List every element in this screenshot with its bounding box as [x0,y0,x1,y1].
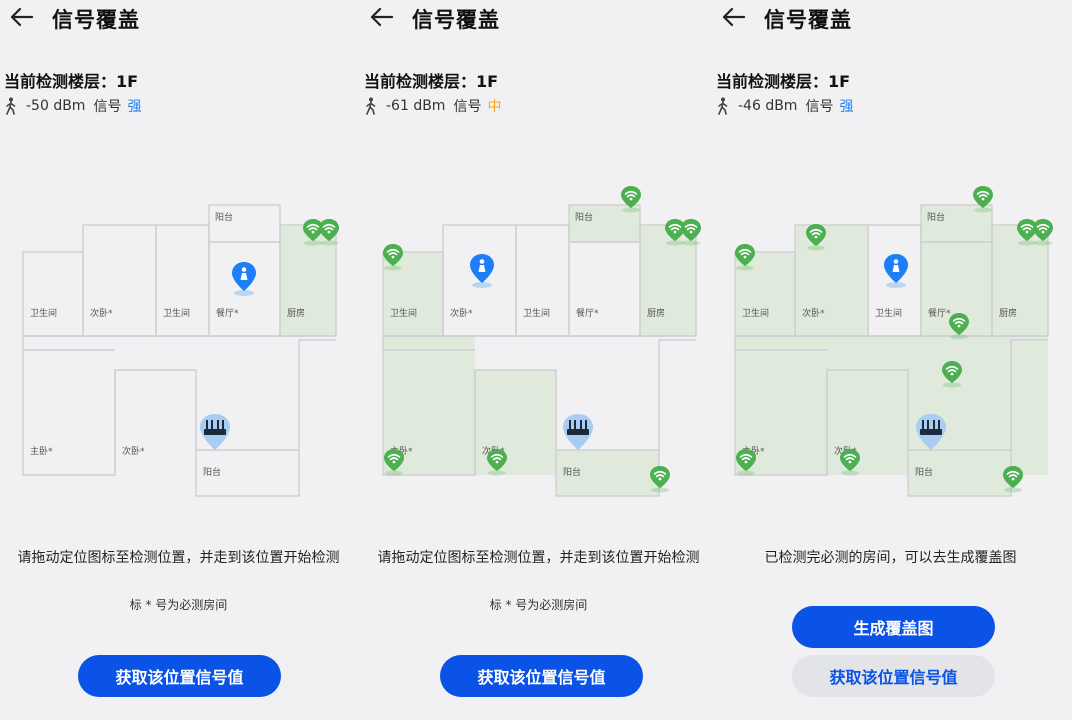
page-title: 信号覆盖 [412,8,500,32]
wifi-marker-icon [486,448,508,476]
floor-plan-map[interactable]: 阳台 卫生间 次卧* 卫生间 餐厅* 厨房 主卧* 次卧* 阳台 [0,180,357,510]
current-floor: 当前检测楼层：1F [716,72,851,91]
signal-reading: -46 dBm 信号 强 [716,96,853,116]
wifi-marker-icon [680,218,702,246]
wifi-marker-icon [735,448,757,476]
room-label: 阳台 [575,211,593,223]
header: 信号覆盖 [0,0,340,34]
location-pin-icon[interactable] [232,262,256,296]
room-label: 次卧* [802,307,825,319]
room-label: 卫生间 [163,307,190,319]
current-floor: 当前检测楼层：1F [4,72,139,91]
page-title: 信号覆盖 [764,8,852,32]
wifi-marker-icon [972,185,994,213]
location-pin-icon[interactable] [470,254,494,288]
signal-label: 信号 [453,99,482,115]
required-rooms-note: 标 * 号为必测房间 [129,598,228,612]
wifi-marker-icon [302,218,324,246]
covered-rooms [735,205,1048,496]
room-label: 阳台 [215,211,233,223]
dbm-value: -61 dBm [386,98,446,114]
wifi-marker-icon [649,465,671,493]
signal-level: 强 [839,99,854,115]
header: 信号覆盖 [360,0,700,34]
wifi-marker-icon [318,218,340,246]
room-label: 卫生间 [875,307,902,319]
signal-label: 信号 [805,99,834,115]
signal-label: 信号 [93,99,122,115]
room-label: 阳台 [203,466,221,478]
room-label: 厨房 [287,307,305,319]
room-label: 餐厅* [576,307,599,319]
floor-plan-map[interactable]: 阳台 卫生间 次卧* 卫生间 餐厅* 厨房 主卧* 次卧* 阳台 [360,180,717,510]
walking-person-icon [364,97,378,115]
page-title: 信号覆盖 [52,8,140,32]
walking-person-icon [716,97,730,115]
location-pin-icon[interactable] [884,254,908,288]
room-label: 厨房 [647,307,665,319]
room-label: 餐厅* [216,307,239,319]
floor-plan-map[interactable]: 阳台 卫生间 次卧* 卫生间 餐厅* 厨房 主卧* 次卧* 阳台 [712,180,1069,510]
generate-coverage-button[interactable]: 生成覆盖图 [792,606,995,648]
signal-level: 强 [127,99,142,115]
current-floor: 当前检测楼层：1F [364,72,499,91]
dbm-value: -50 dBm [26,98,86,114]
room-label: 卫生间 [30,307,57,319]
get-signal-button[interactable]: 获取该位置信号值 [78,655,281,697]
panel-step-3: 信号覆盖 当前检测楼层：1F -46 dBm 信号 强 阳台 卫生间 次卧* 卫… [712,0,1069,720]
router-icon [200,414,230,450]
wifi-marker-icon [620,185,642,213]
room-label: 卫生间 [523,307,550,319]
wifi-marker-icon [839,448,861,476]
room-label: 阳台 [563,466,581,478]
room-label: 主卧* [30,445,53,457]
get-signal-button[interactable]: 获取该位置信号值 [440,655,643,697]
back-arrow-icon[interactable] [366,2,396,32]
header: 信号覆盖 [712,0,1052,34]
back-arrow-icon[interactable] [6,2,36,32]
wifi-marker-icon [948,312,970,340]
wifi-marker-icon [734,243,756,271]
instruction-text: 请拖动定位图标至检测位置，并走到该位置开始检测 [17,550,340,566]
signal-level: 中 [487,99,502,115]
router-icon [563,414,593,450]
panel-step-2: 信号覆盖 当前检测楼层：1F -61 dBm 信号 中 阳台 卫生间 次卧* 卫… [360,0,717,720]
room-label: 阳台 [927,211,945,223]
panel-step-1: 信号覆盖 当前检测楼层：1F -50 dBm 信号 强 阳台 卫生间 次卧* 卫… [0,0,357,720]
room-label: 餐厅* [928,307,951,319]
wifi-marker-icon [664,218,686,246]
room-label: 卫生间 [742,307,769,319]
wifi-marker-icon [1032,218,1054,246]
get-signal-button[interactable]: 获取该位置信号值 [792,655,995,697]
room-label: 卫生间 [390,307,417,319]
walking-person-icon [4,97,18,115]
room-label: 次卧* [450,307,473,319]
instruction-text: 请拖动定位图标至检测位置，并走到该位置开始检测 [377,550,700,566]
signal-reading: -61 dBm 信号 中 [364,96,501,116]
instruction-text: 已检测完必测的房间，可以去生成覆盖图 [764,550,1017,566]
wifi-marker-icon [382,243,404,271]
wifi-marker-icon [805,223,827,251]
room-label: 次卧* [90,307,113,319]
room-label: 厨房 [999,307,1017,319]
required-rooms-note: 标 * 号为必测房间 [489,598,588,612]
room-label: 阳台 [915,466,933,478]
wifi-marker-icon [941,360,963,388]
wifi-marker-icon [383,448,405,476]
back-arrow-icon[interactable] [718,2,748,32]
signal-reading: -50 dBm 信号 强 [4,96,141,116]
wifi-marker-icon [1002,465,1024,493]
dbm-value: -46 dBm [738,98,798,114]
wifi-marker-icon [1016,218,1038,246]
room-label: 次卧* [122,445,145,457]
